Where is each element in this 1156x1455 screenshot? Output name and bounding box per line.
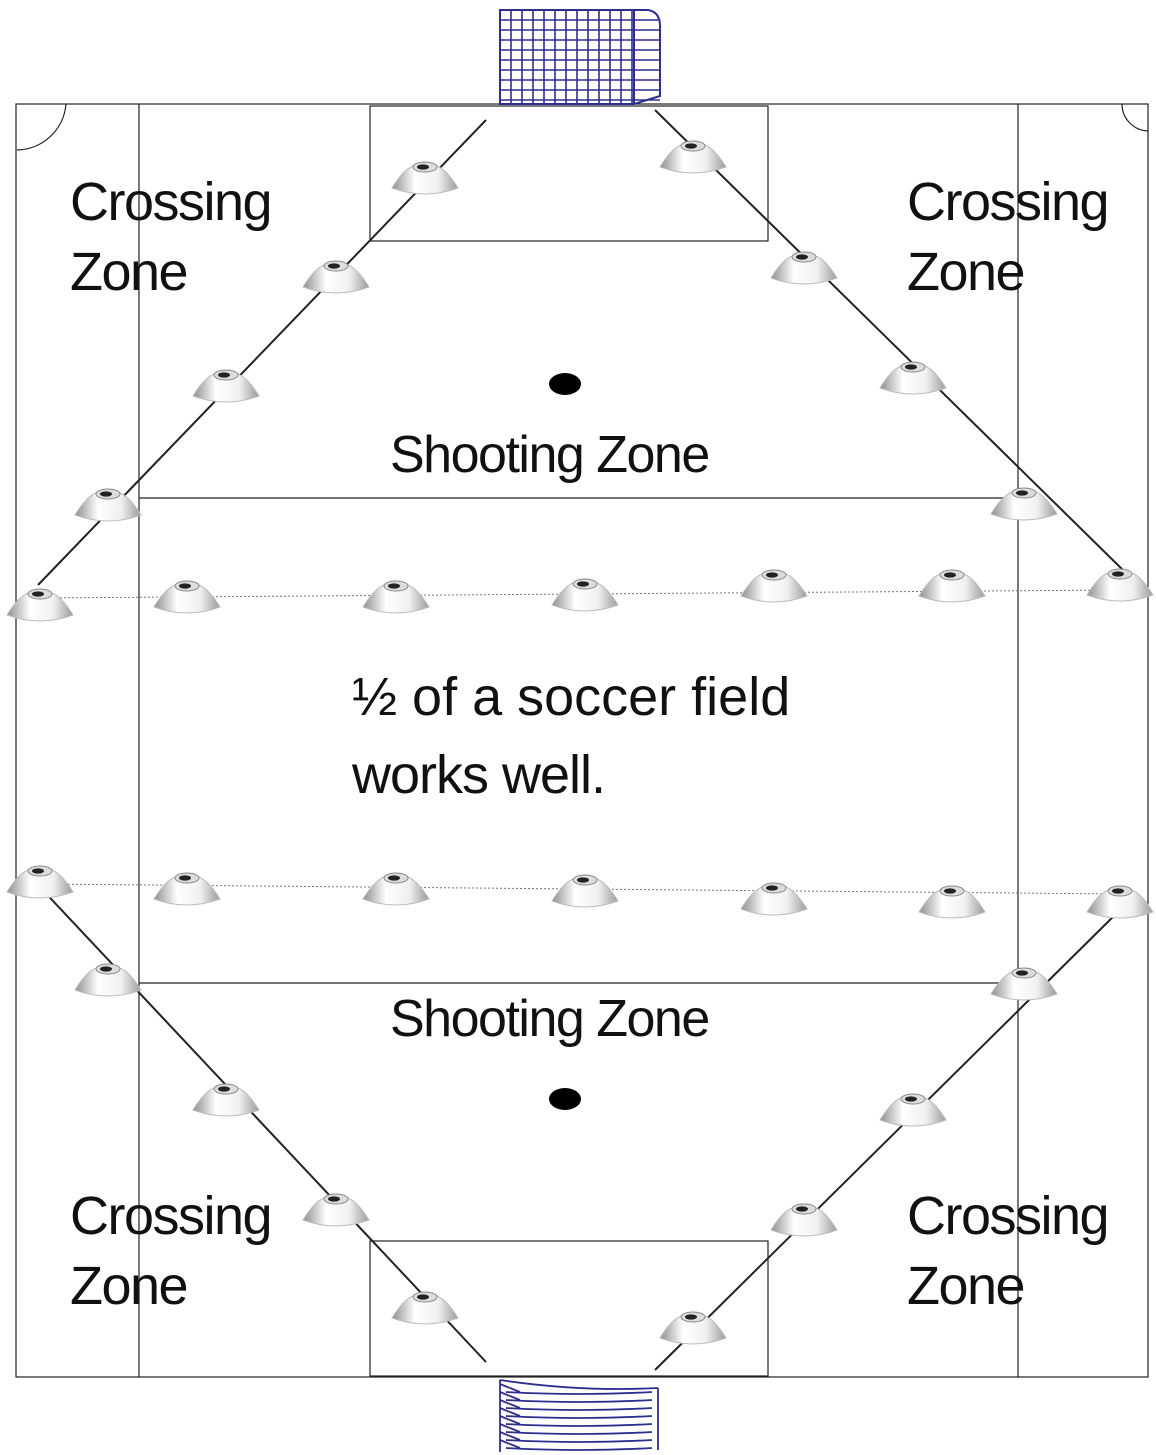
corner-arc-icon [16,103,67,151]
field-size-note: works well. [351,745,605,805]
training-cone-icon [918,569,986,603]
training-cone-icon [770,1203,838,1237]
field-size-note: ½ of a soccer field [352,667,790,727]
penalty-spot-icon [549,373,581,395]
training-cone-icon [74,963,142,997]
training-cone-icon [153,580,221,614]
bottom-goal-box [369,1240,769,1377]
training-cone-icon [551,874,619,908]
training-cone-icon [6,865,74,899]
training-cone-icon [740,569,808,603]
crossing-zone-label: Crossing [907,1186,1108,1246]
training-cone-icon [990,967,1058,1001]
crossing-zone-label: Crossing [907,172,1108,232]
training-cone-icon [192,369,260,403]
penalty-spot-icon [549,1088,581,1110]
training-cone-icon [74,488,142,522]
training-cone-icon [391,1291,459,1325]
training-cone-icon [153,872,221,906]
crossing-zone-label: Crossing [70,1186,271,1246]
crossing-zone-label: Zone [70,242,187,302]
training-cone-icon [551,578,619,612]
training-cone-icon [1086,885,1154,919]
training-cone-icon [918,885,986,919]
training-cone-icon [1086,568,1154,602]
training-cone-icon [362,872,430,906]
crossing-zone-label: Zone [907,242,1024,302]
training-cone-icon [362,580,430,614]
training-cone-icon [6,588,74,622]
shooting-zone-label: Shooting Zone [390,426,709,484]
soccer-goal-icon [499,1379,659,1452]
crossing-zone-label: Zone [907,1256,1024,1316]
training-cone-icon [990,487,1058,521]
training-cone-icon [302,260,370,294]
cone-line [654,904,1126,1371]
training-cone-icon [770,251,838,285]
training-cone-icon [302,1193,370,1227]
soccer-goal-icon [499,9,661,105]
training-cone-icon [659,140,727,174]
crossing-zone-label: Zone [70,1256,187,1316]
cones [6,140,1154,1345]
training-cone-icon [192,1083,260,1117]
training-cone-icon [740,882,808,916]
training-cone-icon [391,161,459,195]
training-cone-icon [659,1311,727,1345]
training-cone-icon [879,1093,947,1127]
corner-arc-icon [1121,103,1149,132]
shooting-zone-label: Shooting Zone [390,990,709,1048]
training-cone-icon [879,361,947,395]
top-goal-box [369,105,769,242]
crossing-zone-label: Crossing [70,172,271,232]
dotted-lines [39,589,1121,895]
cone-line [654,109,1126,573]
